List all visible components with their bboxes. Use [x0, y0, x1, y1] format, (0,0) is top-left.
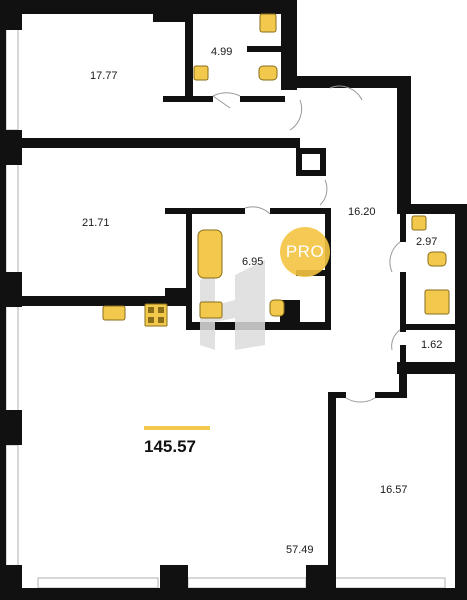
cooktop-burners — [148, 307, 164, 323]
sink-icon — [199, 301, 223, 319]
room-area-living: 57.49 — [286, 544, 314, 556]
sink-icon — [411, 215, 427, 231]
toilet-icon — [427, 251, 447, 267]
room-area-bathroom-mid: 6.95 — [242, 256, 264, 268]
bathtub-icon — [197, 229, 223, 279]
room-area-bedroom-mid: 21.71 — [82, 217, 110, 229]
room-area-bedroom-right: 16.57 — [380, 484, 408, 496]
room-area-storage: 1.62 — [421, 339, 443, 351]
total-area-underline — [144, 426, 210, 430]
toilet-icon — [269, 299, 285, 317]
room-area-bathroom-top: 4.99 — [211, 46, 233, 58]
toilet-icon — [258, 65, 278, 81]
pro-badge: PRO — [280, 227, 330, 277]
shower-tray-icon — [424, 289, 450, 315]
doors — [212, 85, 401, 403]
room-area-bedroom-top: 17.77 — [90, 70, 118, 82]
sink-icon — [259, 13, 277, 33]
room-area-wc-right: 2.97 — [416, 236, 438, 248]
total-area: 145.57 — [144, 437, 196, 456]
room-area-corridor: 16.20 — [348, 206, 376, 218]
kitchen-sink-icon — [102, 305, 126, 321]
sink-icon — [193, 65, 209, 81]
